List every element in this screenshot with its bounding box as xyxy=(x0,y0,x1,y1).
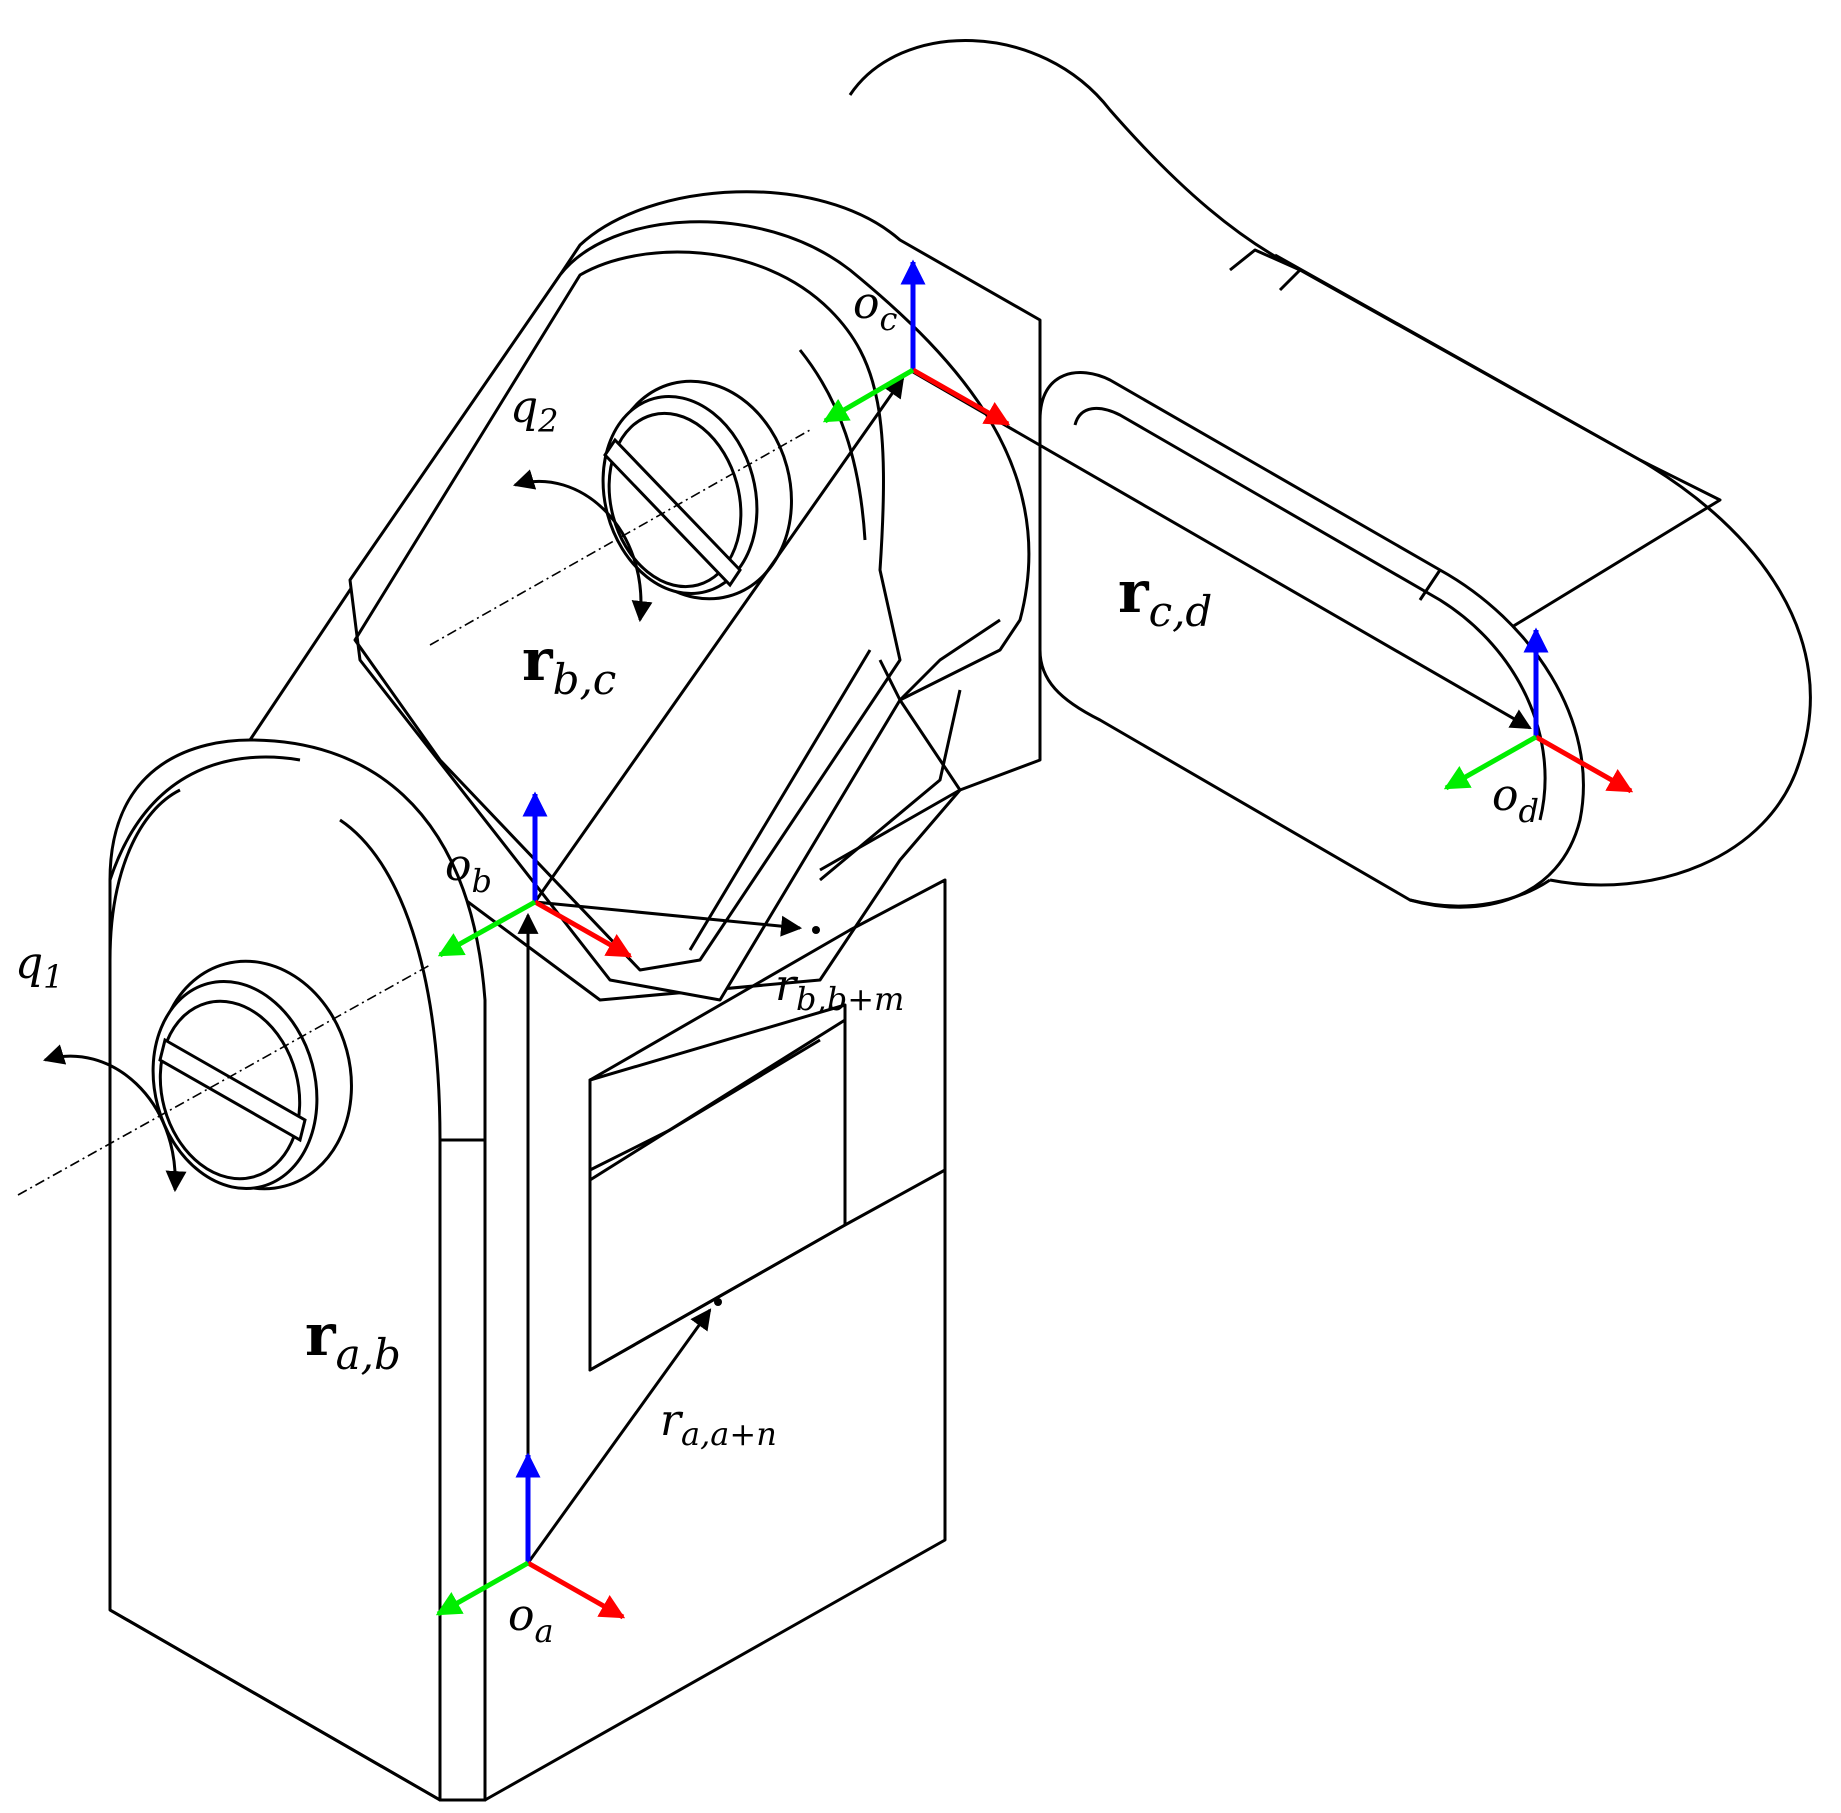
label-r-ab: ra,b xyxy=(305,1301,401,1379)
frame-b-x-axis xyxy=(533,899,633,959)
link-ab-shoulder xyxy=(438,1138,487,1802)
frame-a-y-axis xyxy=(435,1560,530,1617)
link-ab-inner-curve xyxy=(108,755,301,881)
link-cd-face-inner xyxy=(1073,406,1547,821)
frame-b-y-axis xyxy=(437,899,537,958)
frame-c-x-axis xyxy=(911,367,1011,427)
label-r-a-an: ra,a+n xyxy=(660,1395,777,1453)
frame-b xyxy=(437,791,633,959)
vector-r-bc xyxy=(533,376,905,903)
vector-r-cd xyxy=(912,370,1532,730)
link-bc-rib-4 xyxy=(819,689,962,882)
link-cd-edge xyxy=(1409,878,1551,908)
link-ab-front-edge xyxy=(339,818,442,1141)
label-r-cd: rc,d xyxy=(1118,558,1212,636)
frame-a xyxy=(435,1452,626,1620)
link-bc-inner-plate xyxy=(353,250,902,972)
label-o-b: ob xyxy=(445,840,492,900)
point-a-plus-n xyxy=(714,1298,722,1306)
link-bc-outer-plate xyxy=(348,220,1031,1002)
joint-axis-q1 xyxy=(17,964,431,1196)
link-bc-rib-3 xyxy=(819,699,962,872)
joint-axis-q2 xyxy=(429,429,811,646)
link-cd-side-line xyxy=(1418,569,1442,601)
label-q2: q2 xyxy=(510,382,559,440)
link-bc-rib-1 xyxy=(878,618,1001,702)
frame-d-x-axis xyxy=(1534,734,1634,794)
frame-d xyxy=(1443,627,1634,794)
frame-c-y-axis xyxy=(822,367,915,424)
rotation-arrow-q2 xyxy=(512,469,653,623)
label-o-c: oc xyxy=(853,278,898,338)
link-bc-flange xyxy=(798,349,867,541)
link-ab-front-face xyxy=(108,788,181,961)
point-b-plus-m xyxy=(812,926,820,934)
vector-r-a-an xyxy=(526,1308,712,1564)
frame-c xyxy=(822,259,1011,427)
link-cd-step xyxy=(1229,248,1302,292)
rotation-arrow-q1 xyxy=(42,1044,187,1193)
link-cd-back-round xyxy=(848,39,1812,887)
link-ab-column xyxy=(843,1005,946,1227)
label-r-b-bm: rb,b+m xyxy=(775,960,904,1018)
label-r-bc: rb,c xyxy=(522,626,616,704)
link-ab-top xyxy=(589,1038,821,1172)
link-bc-rib-2 xyxy=(688,649,872,951)
label-o-d: od xyxy=(1492,770,1539,830)
frame-a-x-axis xyxy=(526,1560,626,1620)
link-cd-top-face xyxy=(1274,253,1722,682)
label-q1: q1 xyxy=(15,938,64,996)
vector-r-b-bm xyxy=(534,900,803,937)
link-ab-slot xyxy=(588,1003,847,1372)
label-o-a: oa xyxy=(508,1590,554,1650)
frame-d-y-axis xyxy=(1443,734,1538,791)
